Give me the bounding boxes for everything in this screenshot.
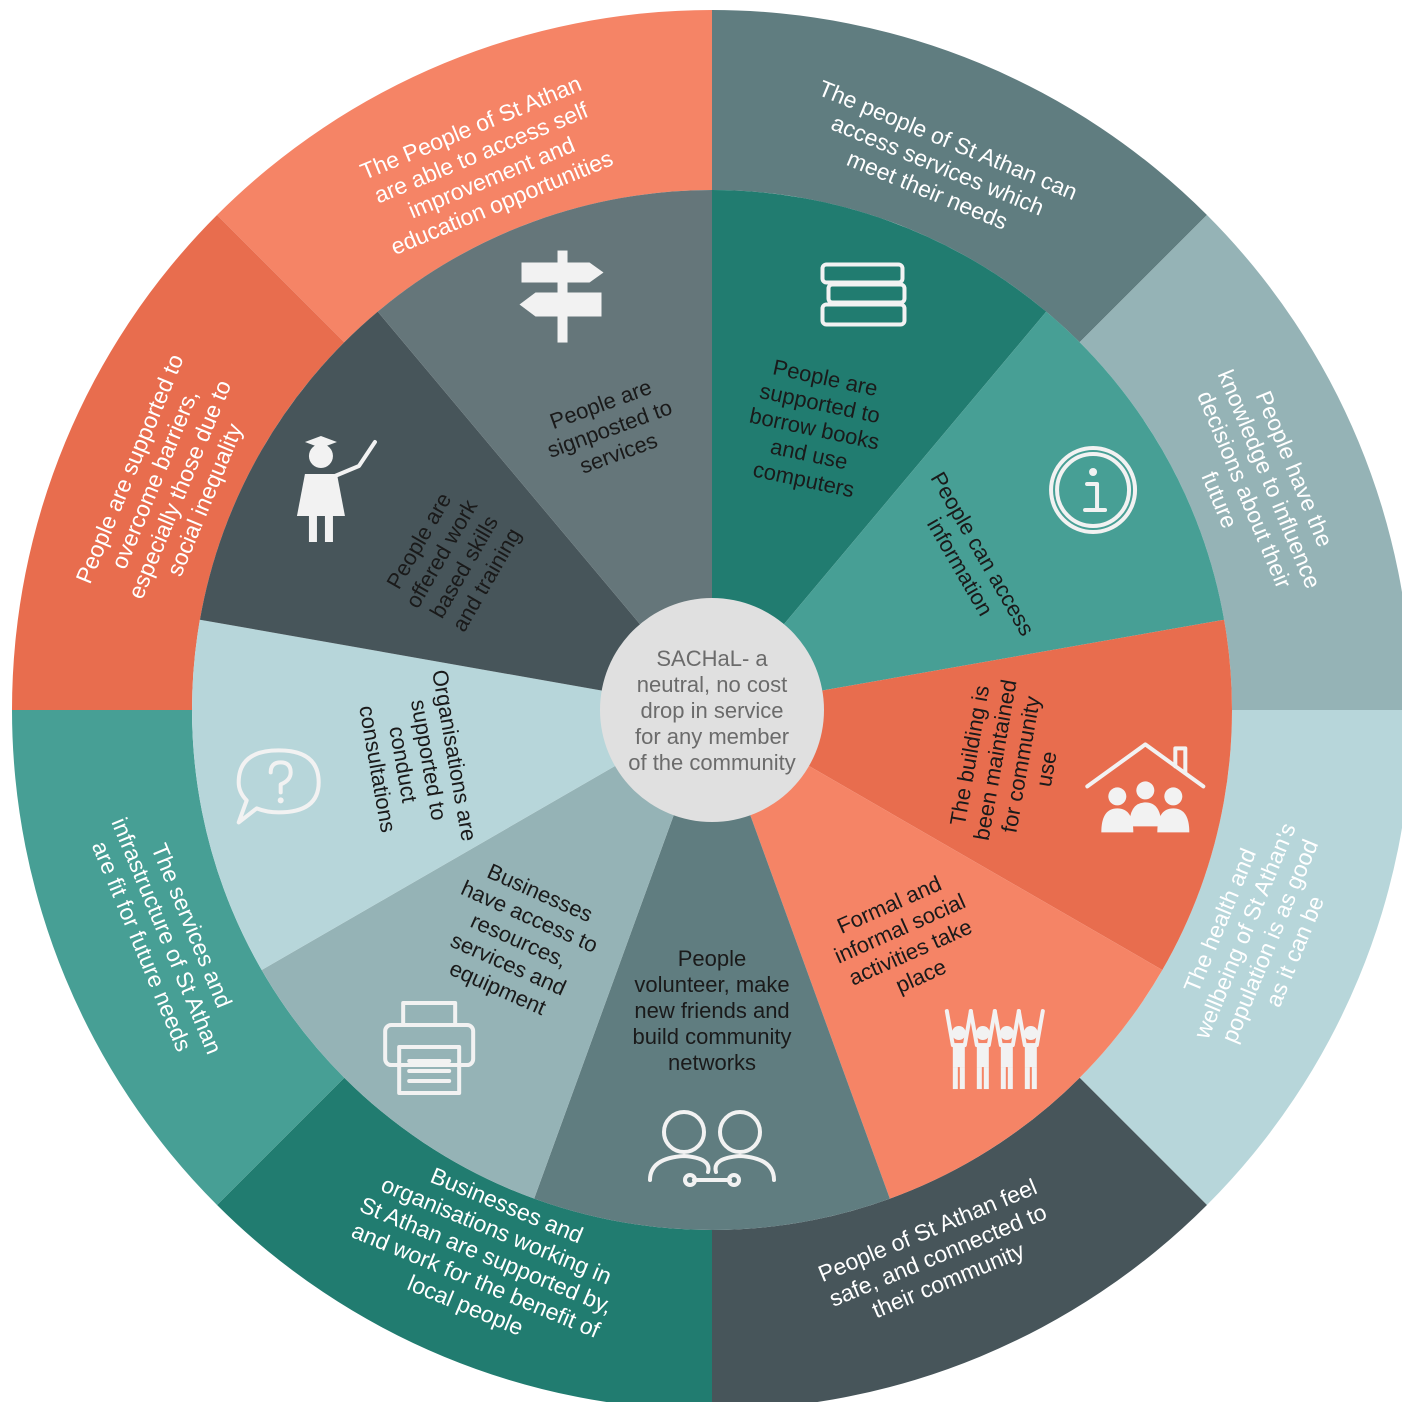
printer-icon xyxy=(383,1001,476,1096)
inner-label-line: People xyxy=(678,946,747,971)
inner-label-line: networks xyxy=(668,1050,756,1075)
house-people-icon xyxy=(1085,742,1206,833)
speech-question-icon xyxy=(236,748,321,825)
icons-layer xyxy=(236,250,1206,1187)
outer-segment xyxy=(12,215,345,710)
center-label-line: of the community xyxy=(628,750,796,775)
center-label-line: neutral, no cost xyxy=(637,672,787,697)
center-circle xyxy=(600,598,824,822)
outer-segment xyxy=(1079,215,1402,710)
outer-segment xyxy=(12,710,345,1205)
inner-segment xyxy=(712,311,1225,710)
books-icon xyxy=(820,262,907,327)
inner-segment xyxy=(191,619,712,970)
inner-segment-label: People aresignposted toservices xyxy=(535,370,684,487)
inner-segment xyxy=(261,710,712,1199)
outer-ring xyxy=(12,10,1402,1407)
inner-ring xyxy=(191,190,1232,1230)
inner-segment xyxy=(712,619,1232,970)
center-label-line: SACHaL- a xyxy=(656,646,768,671)
outer-segment xyxy=(217,1077,712,1407)
inner-label-line: volunteer, make xyxy=(634,972,789,997)
inner-segment xyxy=(199,311,712,710)
cheering-people-icon xyxy=(944,1009,1045,1090)
teacher-icon xyxy=(296,436,377,542)
connected-people-icon xyxy=(648,1110,776,1187)
signpost-icon xyxy=(519,250,604,343)
inner-segment xyxy=(712,190,1047,710)
outer-segment xyxy=(1079,710,1402,1205)
outer-segment xyxy=(217,10,712,343)
inner-segment xyxy=(377,190,712,710)
outer-segment xyxy=(712,10,1207,343)
center-label-line: for any member xyxy=(635,724,789,749)
inner-label-line: build community xyxy=(633,1024,792,1049)
inner-label-line: new friends and xyxy=(634,998,789,1023)
info-icon xyxy=(1049,446,1138,534)
outer-segment xyxy=(712,1077,1207,1407)
center-label-line: drop in service xyxy=(640,698,783,723)
inner-label-line: use xyxy=(1031,749,1062,788)
inner-segment xyxy=(534,710,890,1230)
inner-segment xyxy=(712,710,1163,1199)
